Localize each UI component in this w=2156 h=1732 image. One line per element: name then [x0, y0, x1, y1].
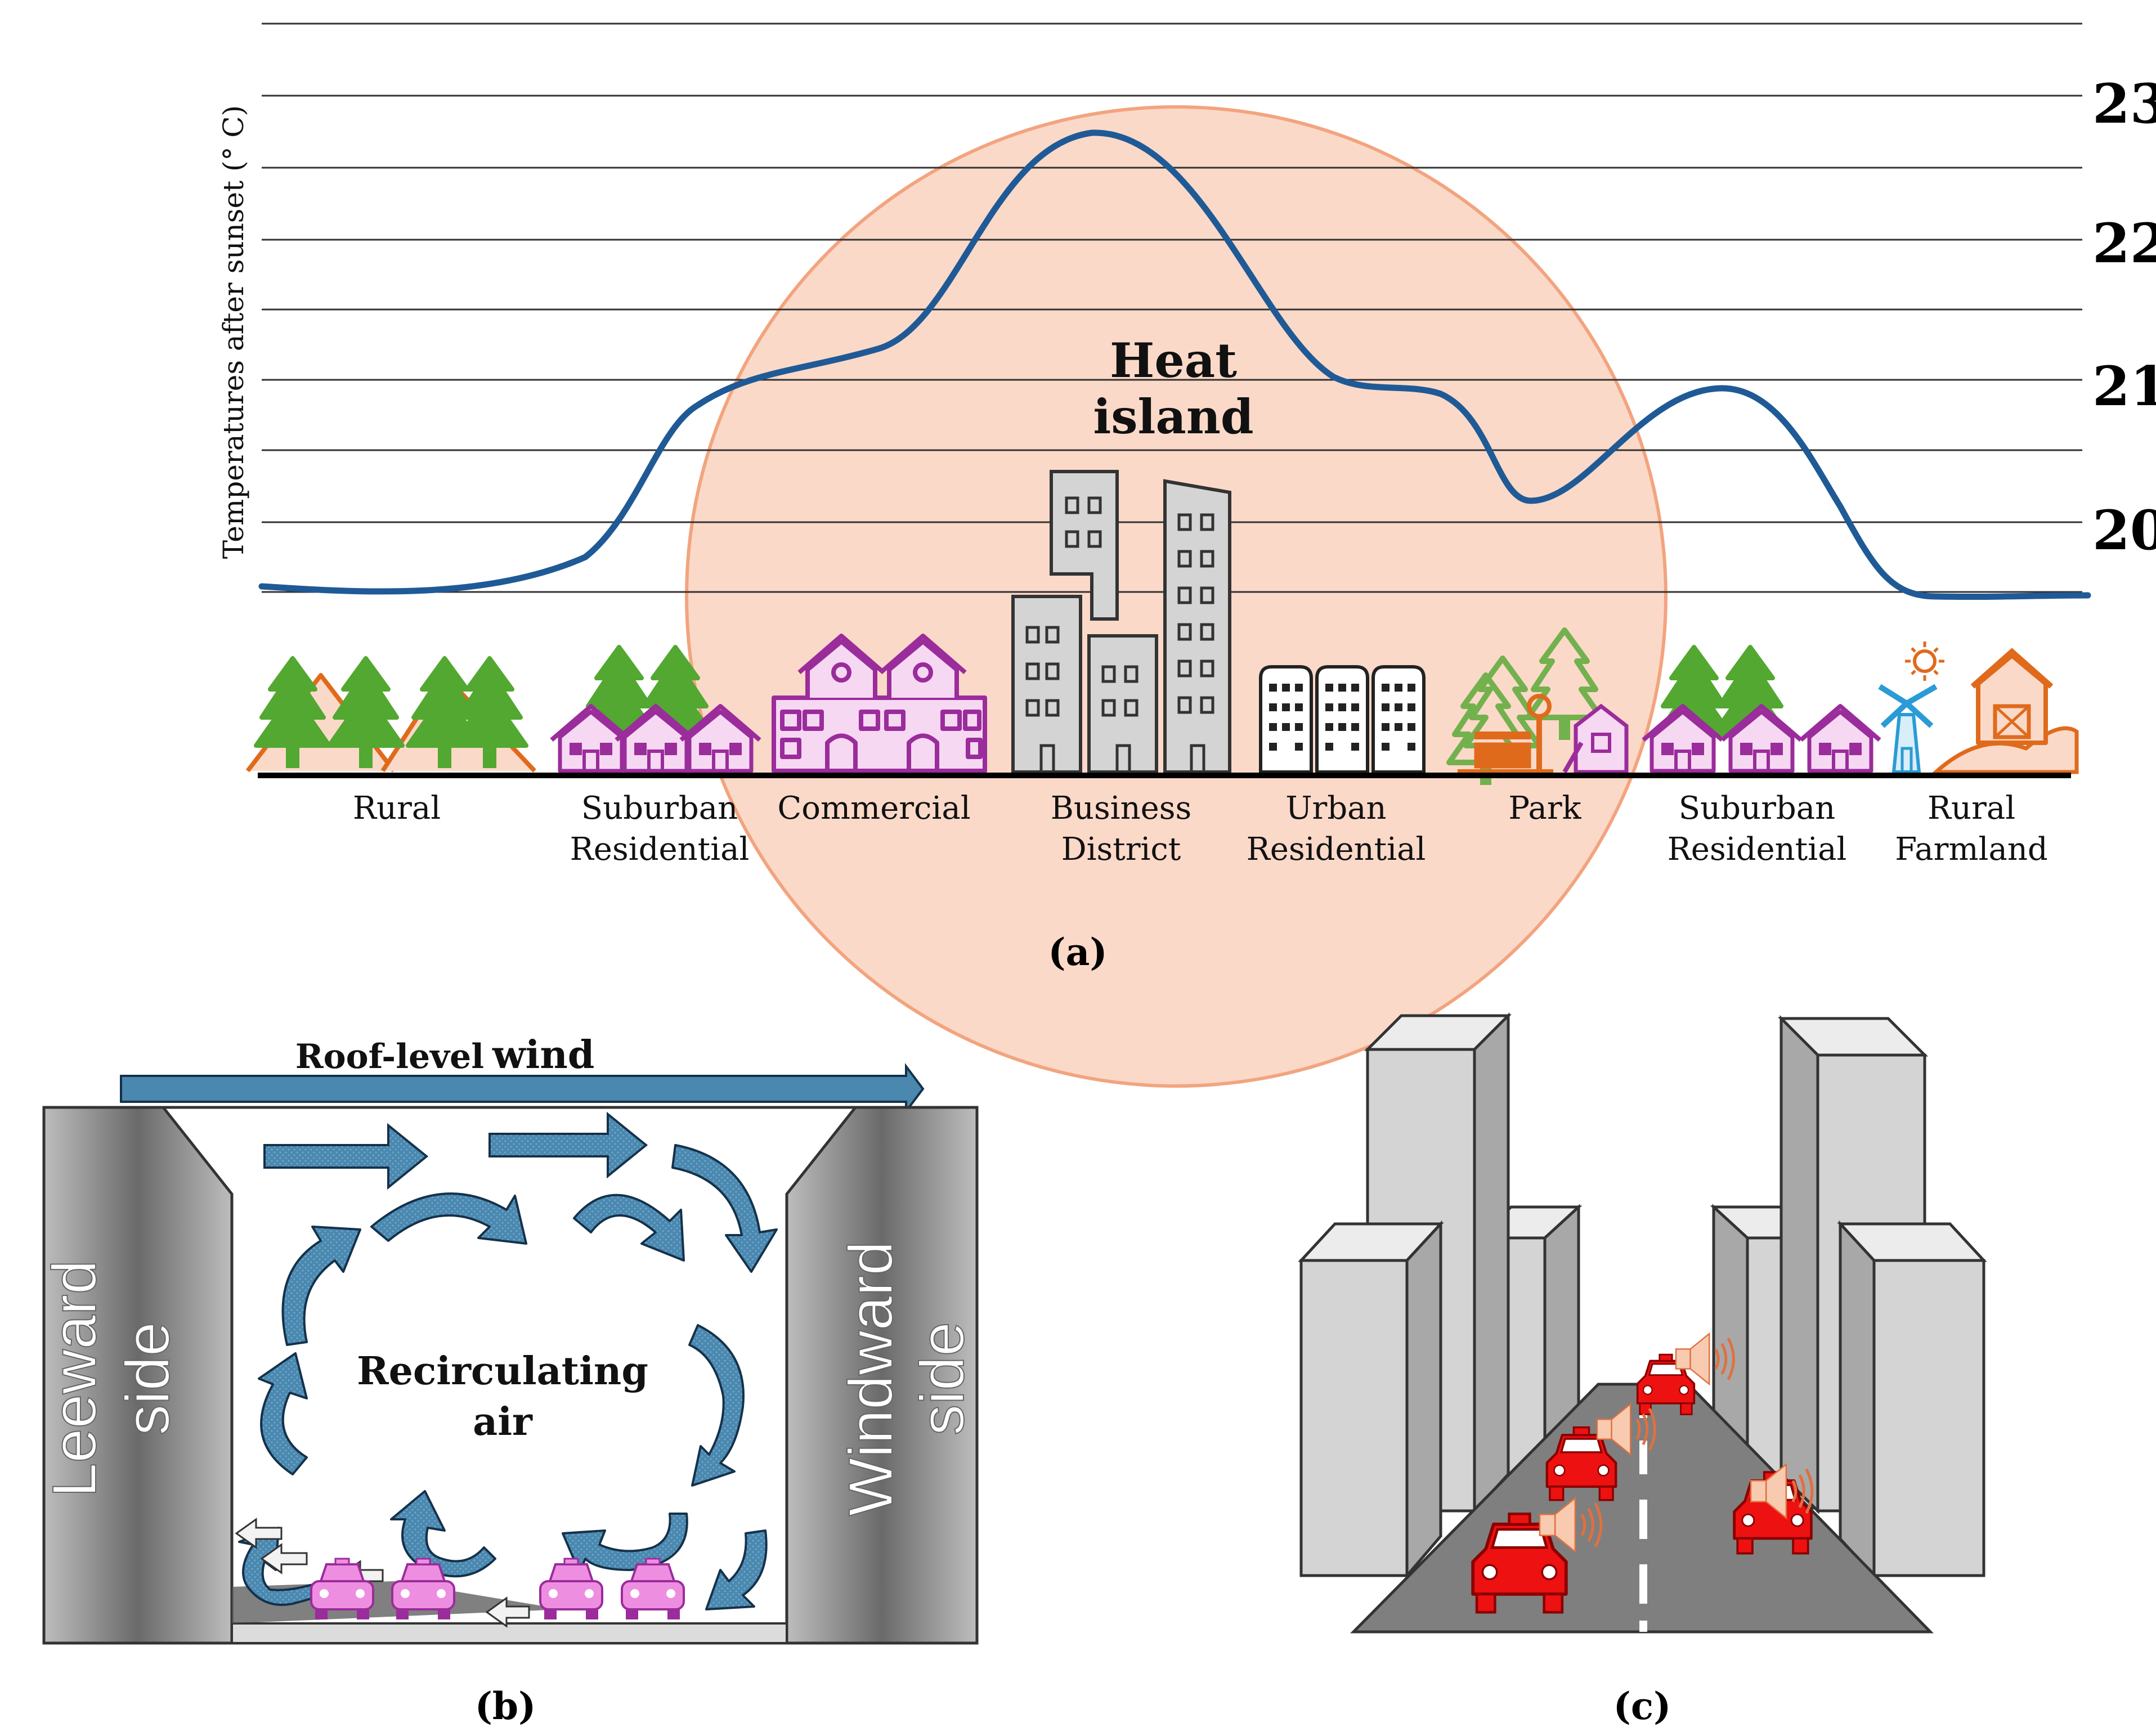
recirculating-label-1: Recirculating	[357, 1349, 648, 1394]
temperature-curve	[258, 129, 2091, 600]
urban-residential-icon	[1259, 665, 1426, 774]
rural-forest-icon	[245, 658, 536, 773]
heat-island-label-line2: island	[1093, 389, 1253, 445]
leeward-building	[42, 1106, 234, 1645]
zone-label-suburban-1-line2: Residential	[570, 831, 750, 868]
tick-label-22: 22	[2092, 212, 2156, 275]
zone-label-suburban-2: Suburban	[1679, 790, 1835, 827]
zone-label-business: Business	[1051, 790, 1192, 827]
tick-label-20: 20	[2092, 499, 2156, 562]
commercial-building-icon	[772, 634, 987, 773]
zone-label-farmland: Rural	[1928, 790, 2015, 827]
tick-labels: 23 22 21 20	[2092, 72, 2156, 562]
caption-c: (c)	[1613, 1684, 1671, 1728]
y-axis-label: Temperatures after sunset (° C)	[217, 105, 250, 559]
caption-a: (a)	[1048, 930, 1107, 974]
zone-label-business-line2: District	[1061, 831, 1181, 868]
zone-label-commercial: Commercial	[777, 790, 970, 827]
park-icon	[1449, 630, 1629, 785]
zone-labels: Rural Suburban Residential Commercial Bu…	[353, 790, 2048, 868]
panel-c: (c)	[1298, 1012, 1987, 1728]
zone-label-suburban-2-line2: Residential	[1668, 831, 1847, 868]
panel-a: Temperatures after sunset (° C) 23 22 21…	[217, 23, 2156, 1088]
buildings-right	[1710, 1015, 1987, 1580]
zone-label-urban: Urban	[1285, 790, 1386, 827]
leeward-label-1: Leeward	[40, 1260, 109, 1497]
zone-label-urban-line2: Residential	[1247, 831, 1426, 868]
canyon-wind-arrow-2	[488, 1111, 648, 1179]
leeward-label-2: side	[113, 1322, 182, 1435]
roof-wind-label-2: wind	[492, 1033, 594, 1078]
windward-building	[785, 1106, 979, 1645]
windward-label-2: side	[908, 1322, 977, 1435]
heat-island-label-line1: Heat	[1110, 333, 1237, 388]
tick-label-23: 23	[2092, 72, 2156, 136]
panel-b: Roof-level wind Leeward side Windward si…	[39, 1033, 979, 1728]
tick-label-21: 21	[2092, 355, 2156, 418]
roof-wind-label-1: Roof-level	[295, 1037, 484, 1076]
windward-label-1: Windward	[836, 1241, 906, 1516]
buildings-left	[1298, 1012, 1583, 1580]
street-surface	[231, 1622, 788, 1644]
caption-b: (b)	[475, 1684, 536, 1728]
roof-wind-arrow	[120, 1063, 925, 1115]
canyon-wind-arrow-1	[263, 1123, 429, 1190]
zone-label-rural: Rural	[353, 790, 441, 827]
recirculating-label-2: air	[473, 1399, 533, 1444]
zone-label-farmland-line2: Farmland	[1895, 831, 2048, 868]
rural-farmland-icon	[1878, 641, 2079, 774]
zone-label-park: Park	[1508, 790, 1581, 827]
zone-label-suburban-1: Suburban	[581, 790, 738, 827]
suburban-houses-icon-2	[1643, 647, 1880, 771]
pollutant-arrows	[235, 1518, 530, 1628]
business-district-icon	[1011, 470, 1231, 774]
